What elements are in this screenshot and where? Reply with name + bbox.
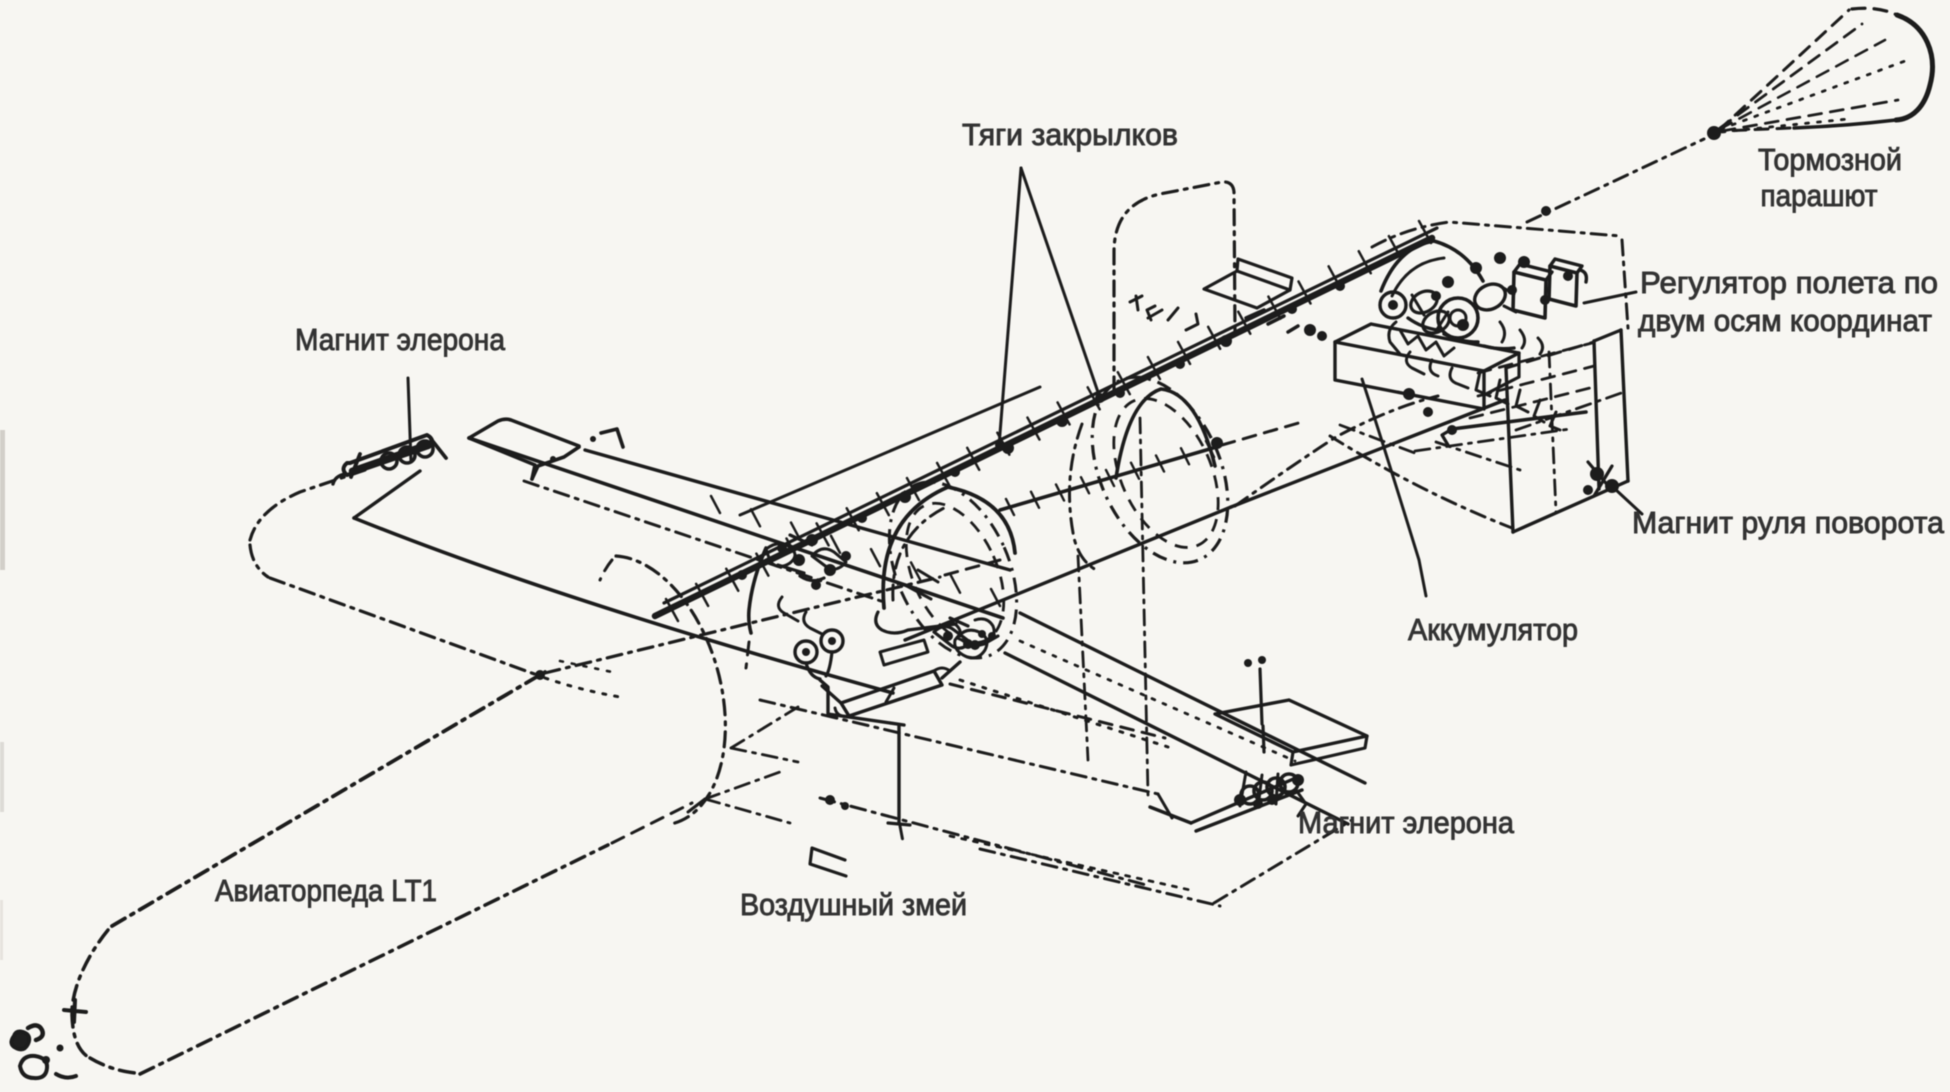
svg-text:Магнит руля поворота: Магнит руля поворота [1632,505,1945,540]
svg-text:Магнит элерона: Магнит элерона [1298,805,1515,840]
svg-text:Авиаторпеда LT1: Авиаторпеда LT1 [215,873,437,908]
svg-text:Аккумулятор: Аккумулятор [1408,612,1578,647]
svg-text:Тормозной: Тормозной [1758,142,1902,177]
svg-text:Воздушный змей: Воздушный змей [740,887,967,922]
svg-text:Регулятор полета по: Регулятор полета по [1640,265,1938,300]
svg-text:двум осям координат: двум осям координат [1638,303,1932,338]
svg-text:парашют: парашют [1761,178,1878,213]
svg-text:Магнит элерона: Магнит элерона [295,322,506,357]
svg-text:Тяги закрылков: Тяги закрылков [962,117,1178,152]
